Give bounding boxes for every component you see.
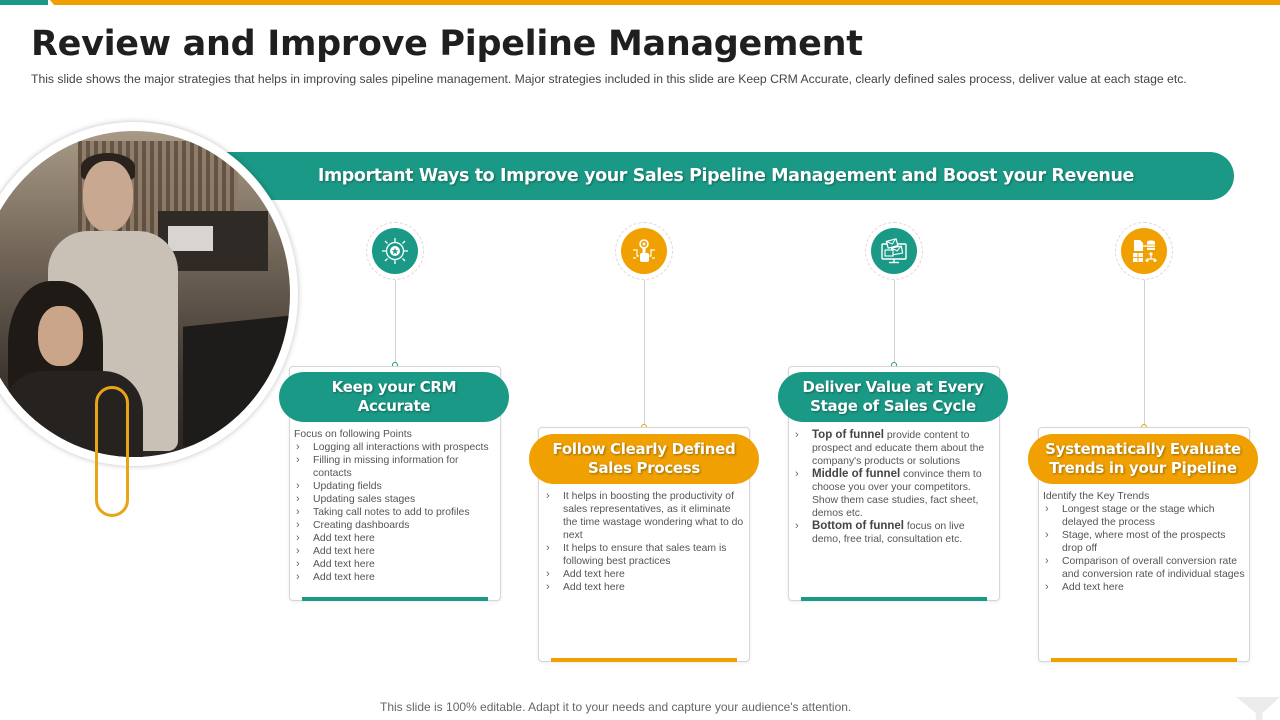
strategy-1-content: Focus on following Points Logging all in… <box>294 428 500 584</box>
list-item: Add text here <box>544 568 744 581</box>
strategy-1-intro: Focus on following Points <box>294 429 412 440</box>
office-team-photo <box>0 131 290 457</box>
connector-line-4 <box>1144 280 1145 426</box>
slide-subtitle: This slide shows the major strategies th… <box>31 72 1187 86</box>
list-item: Comparison of overall conversion rate an… <box>1043 555 1248 581</box>
list-item: Updating fields <box>294 480 500 493</box>
list-item: Longest stage or the stage which delayed… <box>1043 503 1248 529</box>
footer-note: This slide is 100% editable. Adapt it to… <box>380 700 852 714</box>
list-item: It helps to ensure that sales team is fo… <box>544 542 744 568</box>
slide-title: Review and Improve Pipeline Management <box>31 24 863 64</box>
strategy-3-title: Deliver Value at Every Stage of Sales Cy… <box>778 372 1008 422</box>
list-item: Add text here <box>1043 581 1248 594</box>
connector-line-2 <box>644 280 645 426</box>
list-item: Stage, where most of the prospects drop … <box>1043 529 1248 555</box>
strategy-2-title: Follow Clearly Defined Sales Process <box>529 434 759 484</box>
strategy-3-icon-node <box>865 222 923 280</box>
list-item: Logging all interactions with prospects <box>294 441 500 454</box>
top-accent-teal <box>0 0 48 5</box>
connector-line-1 <box>395 280 396 365</box>
strategy-1-title: Keep your CRM Accurate <box>279 372 509 422</box>
connector-line-3 <box>894 280 895 365</box>
strategy-1-icon-node <box>366 222 424 280</box>
list-item: Add text here <box>294 532 500 545</box>
funnel-icon <box>1236 697 1280 720</box>
data-analysis-icon <box>1121 228 1167 274</box>
email-monitor-icon <box>871 228 917 274</box>
strategy-2-icon-node <box>615 222 673 280</box>
strategy-4-intro: Identify the Key Trends <box>1043 491 1150 502</box>
strategy-3-content: Top of funnel provide content to prospec… <box>793 429 995 546</box>
banner-text: Important Ways to Improve your Sales Pip… <box>317 166 1135 186</box>
list-item: Add text here <box>294 545 500 558</box>
list-item: Filling in missing information for conta… <box>294 454 500 480</box>
banner: Important Ways to Improve your Sales Pip… <box>205 152 1234 200</box>
list-item: Add text here <box>294 558 500 571</box>
strategy-4-content: Identify the Key Trends Longest stage or… <box>1043 490 1248 594</box>
process-hand-icon <box>621 228 667 274</box>
strategy-4-icon-node <box>1115 222 1173 280</box>
list-item: Middle of funnel convince them to choose… <box>793 468 995 520</box>
strategy-4-title: Systematically Evaluate Trends in your P… <box>1028 434 1258 484</box>
strategy-2-content: It helps in boosting the productivity of… <box>544 490 744 594</box>
list-item: Creating dashboards <box>294 519 500 532</box>
target-icon <box>372 228 418 274</box>
list-item: Updating sales stages <box>294 493 500 506</box>
list-item: Bottom of funnel focus on live demo, fre… <box>793 520 995 546</box>
list-item: Taking call notes to add to profiles <box>294 506 500 519</box>
top-accent-orange <box>50 0 1280 5</box>
decorative-clip-shape <box>95 386 129 517</box>
list-item: Add text here <box>294 571 500 584</box>
list-item: Add text here <box>544 581 744 594</box>
list-item: It helps in boosting the productivity of… <box>544 490 744 542</box>
list-item: Top of funnel provide content to prospec… <box>793 429 995 468</box>
